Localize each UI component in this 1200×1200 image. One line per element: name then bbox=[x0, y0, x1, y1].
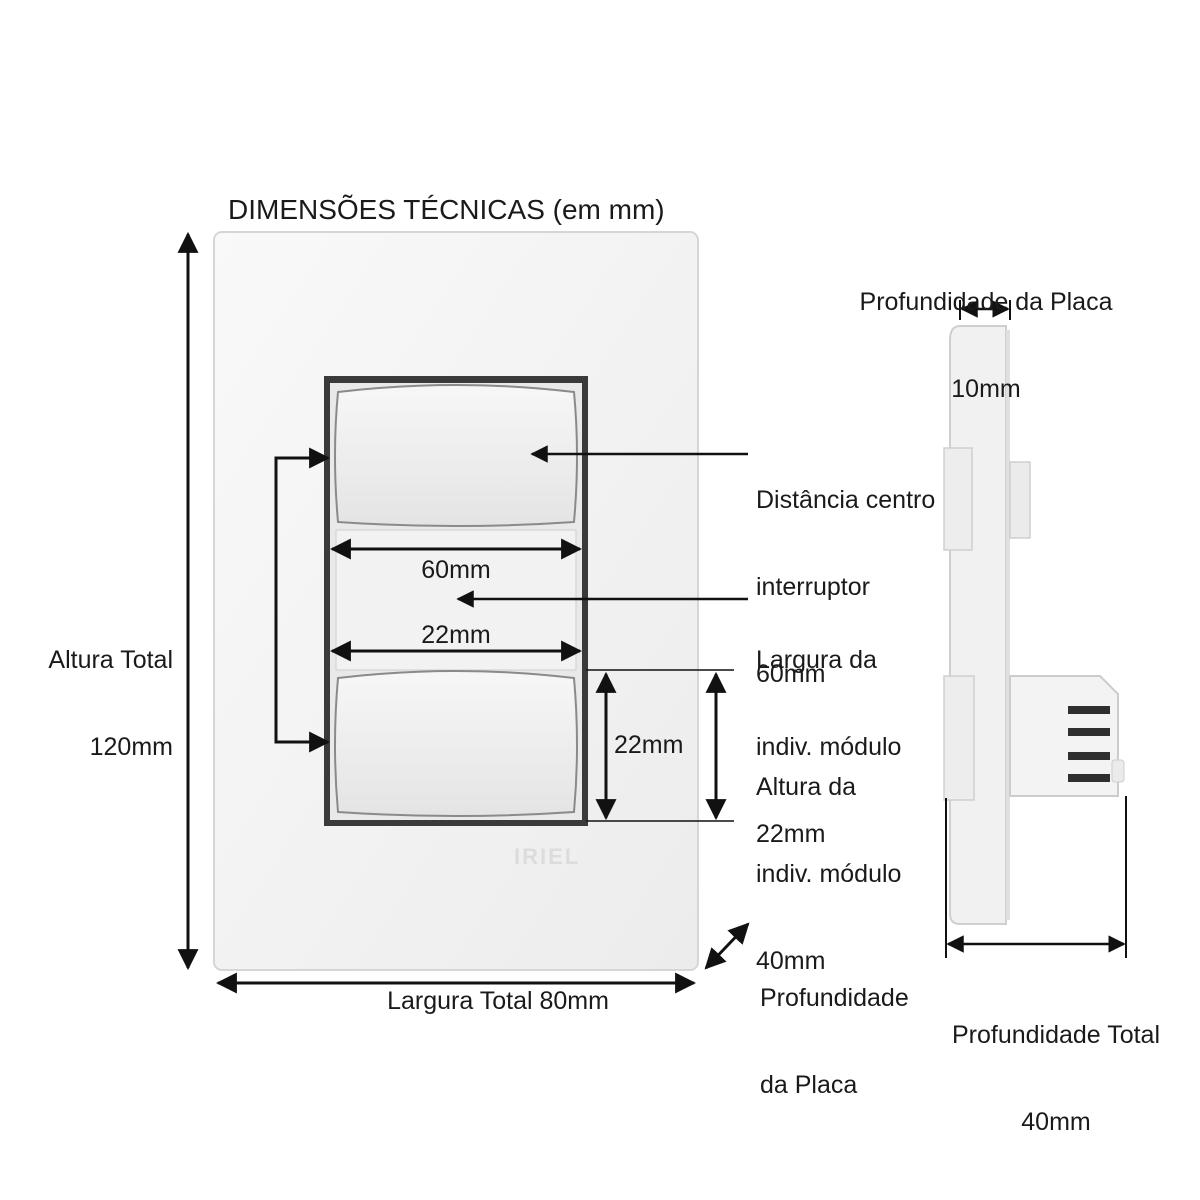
callout-center-label: Distância centro interruptor 60mm bbox=[756, 428, 935, 718]
diagram-title: DIMENSÕES TÉCNICAS (em mm) bbox=[228, 194, 665, 225]
callout-center-line3: 60mm bbox=[756, 660, 826, 688]
side-plate-depth-label: Profundidade da Placa 10mm bbox=[836, 230, 1136, 433]
side-plate-depth-value: 10mm bbox=[951, 375, 1021, 403]
module-height-value: 22mm bbox=[614, 731, 684, 759]
callout-width-line3: 22mm bbox=[756, 820, 826, 848]
switch-gap-value: 60mm bbox=[421, 556, 491, 584]
callout-height-line3: 40mm bbox=[756, 947, 826, 975]
callout-center-line2: interruptor bbox=[756, 573, 870, 601]
callout-height-label: Altura da indiv. módulo 40mm bbox=[756, 715, 901, 1005]
side-view-upper-tab bbox=[943, 447, 1031, 551]
plate-depth-line2: da Placa bbox=[760, 1071, 858, 1099]
callout-height-line2: indiv. módulo bbox=[756, 860, 902, 888]
plate-depth-diagonal-arrow bbox=[704, 922, 750, 970]
height-total-value: 120mm bbox=[89, 733, 173, 761]
side-total-depth-label: Profundidade Total 40mm bbox=[906, 963, 1200, 1166]
callout-width-line1: Largura da bbox=[756, 646, 877, 674]
top-switch-key bbox=[334, 384, 578, 527]
plate-depth-line1: Profundidade bbox=[760, 984, 909, 1012]
switch-center-bracket bbox=[274, 447, 331, 753]
height-total-name: Altura Total bbox=[48, 646, 173, 674]
module-width-value: 22mm bbox=[421, 621, 491, 649]
side-total-depth-name: Profundidade Total bbox=[951, 1021, 1161, 1049]
bottom-switch-key bbox=[334, 670, 578, 817]
plate-depth-label: Profundidade da Placa bbox=[760, 926, 909, 1129]
brand-logo: IRIEL bbox=[514, 844, 581, 869]
callout-width-label: Largura da indiv. módulo 22mm bbox=[756, 588, 901, 878]
side-plate-depth-name: Profundidade da Placa bbox=[859, 288, 1113, 316]
callout-width-line2: indiv. módulo bbox=[756, 733, 902, 761]
callout-height-line1: Altura da bbox=[756, 773, 857, 801]
side-total-depth-value: 40mm bbox=[1021, 1108, 1091, 1136]
side-view-mechanism bbox=[943, 675, 1125, 801]
width-total-label: Largura Total 80mm bbox=[387, 987, 609, 1015]
callout-center-line1: Distância centro bbox=[756, 486, 936, 514]
height-total-label: Altura Total 120mm bbox=[20, 588, 173, 791]
